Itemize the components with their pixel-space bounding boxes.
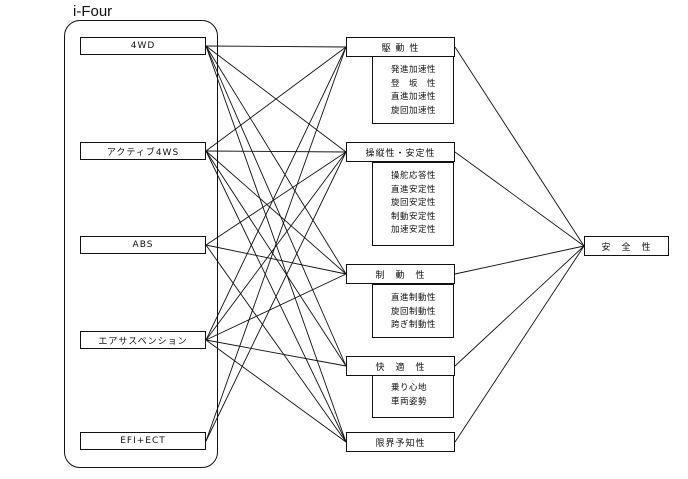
- connection-line: [205, 151, 347, 341]
- result-safety: 安 全 性: [584, 236, 669, 256]
- connection-line: [205, 150, 347, 153]
- comfort-item: 車両姿勢: [391, 396, 428, 407]
- connection-line: [205, 46, 347, 442]
- handling-item: 制動安定性: [391, 211, 437, 222]
- drive-item: 発進加速性: [391, 65, 437, 75]
- connection-line: [205, 45, 347, 275]
- performance-limit-prediction: 限界予知性: [346, 432, 455, 452]
- performance-braking: 制 動 性: [346, 264, 455, 284]
- system-abs: ABS: [80, 236, 206, 254]
- drive-subitems: 発進加速性 登 坂 性 直進加速性 旋回加速性: [372, 56, 454, 124]
- performance-comfort: 快 適 性: [346, 356, 455, 376]
- connection-line: [205, 339, 347, 443]
- connection-line: [205, 46, 347, 341]
- diagram-title: i-Four: [73, 3, 113, 20]
- result-connection-line: [454, 245, 585, 275]
- connection-line: [205, 45, 347, 48]
- result-connection-line: [454, 151, 585, 247]
- brake-item: 跨ぎ制動性: [391, 320, 437, 330]
- connection-line: [205, 150, 347, 367]
- result-connection-line: [454, 245, 585, 443]
- comfort-subitems: 乗り心地 車両姿勢: [372, 374, 454, 418]
- connection-line: [205, 151, 347, 442]
- brake-item: 旋回制動性: [391, 306, 437, 317]
- connection-line: [205, 151, 347, 246]
- connection-line: [205, 244, 347, 443]
- connection-line: [205, 45, 347, 367]
- drive-item: 直進加速性: [391, 92, 437, 102]
- handling-item: 操舵応答性: [391, 171, 437, 181]
- connection-line: [205, 46, 347, 152]
- i-four-group-frame: [64, 20, 218, 468]
- connection-line: [205, 244, 347, 275]
- performance-drive: 駆 動 性: [346, 37, 455, 57]
- handling-item: 直進安定性: [391, 184, 437, 195]
- brake-item: 直進制動性: [391, 293, 437, 303]
- drive-item: 旋回加速性: [391, 105, 437, 116]
- system-air-suspension: エアサスペンション: [80, 331, 206, 349]
- connection-line: [205, 339, 347, 367]
- brake-subitems: 直進制動性 旋回制動性 跨ぎ制動性: [372, 284, 454, 338]
- system-active-4ws: アクティブ4WS: [80, 142, 206, 160]
- connection-line: [205, 273, 347, 341]
- system-4wd: 4WD: [80, 37, 206, 55]
- handling-subitems: 操舵応答性 直進安定性 旋回安定性 制動安定性 加速安定性: [372, 162, 454, 246]
- connection-line: [205, 150, 347, 275]
- handling-item: 旋回安定性: [391, 198, 437, 208]
- system-efi-ect: EFI+ECT: [80, 432, 206, 450]
- result-connection-line: [454, 46, 585, 247]
- comfort-item: 乗り心地: [391, 383, 428, 393]
- performance-handling-stability: 操縦性・安定性: [346, 142, 455, 162]
- result-connection-line: [454, 245, 585, 367]
- drive-item: 登 坂 性: [391, 78, 437, 89]
- handling-item: 加速安定性: [391, 225, 437, 235]
